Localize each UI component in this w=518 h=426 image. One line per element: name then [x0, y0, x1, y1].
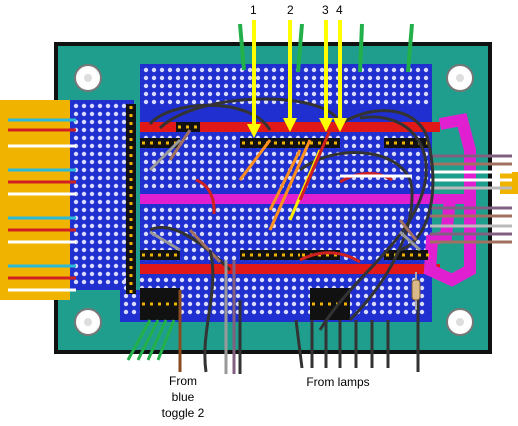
resistor — [411, 272, 421, 310]
arrow-label-4: 4 — [336, 3, 343, 17]
left-connector-wires — [8, 118, 76, 292]
arrow-label-1: 1 — [250, 3, 257, 17]
caption-toggle-line: blue — [171, 390, 195, 404]
right-header-connector — [500, 172, 518, 194]
arrow-label-2: 2 — [287, 3, 294, 17]
caption-from-blue-toggle: From blue toggle 2 — [148, 373, 218, 421]
caption-toggle-line: From — [169, 374, 197, 388]
right-connector-wires — [430, 154, 512, 244]
arrow-label-3: 3 — [322, 3, 329, 17]
mounting-holes — [74, 64, 474, 336]
yellow-arrows — [247, 20, 347, 138]
jumper-wires — [148, 97, 435, 331]
bottom-wires — [126, 249, 420, 374]
caption-from-lamps: From lamps — [306, 375, 370, 389]
top-green-wires — [238, 23, 414, 73]
caption-toggle-line: toggle 2 — [161, 406, 205, 420]
magenta-traces — [140, 113, 476, 287]
